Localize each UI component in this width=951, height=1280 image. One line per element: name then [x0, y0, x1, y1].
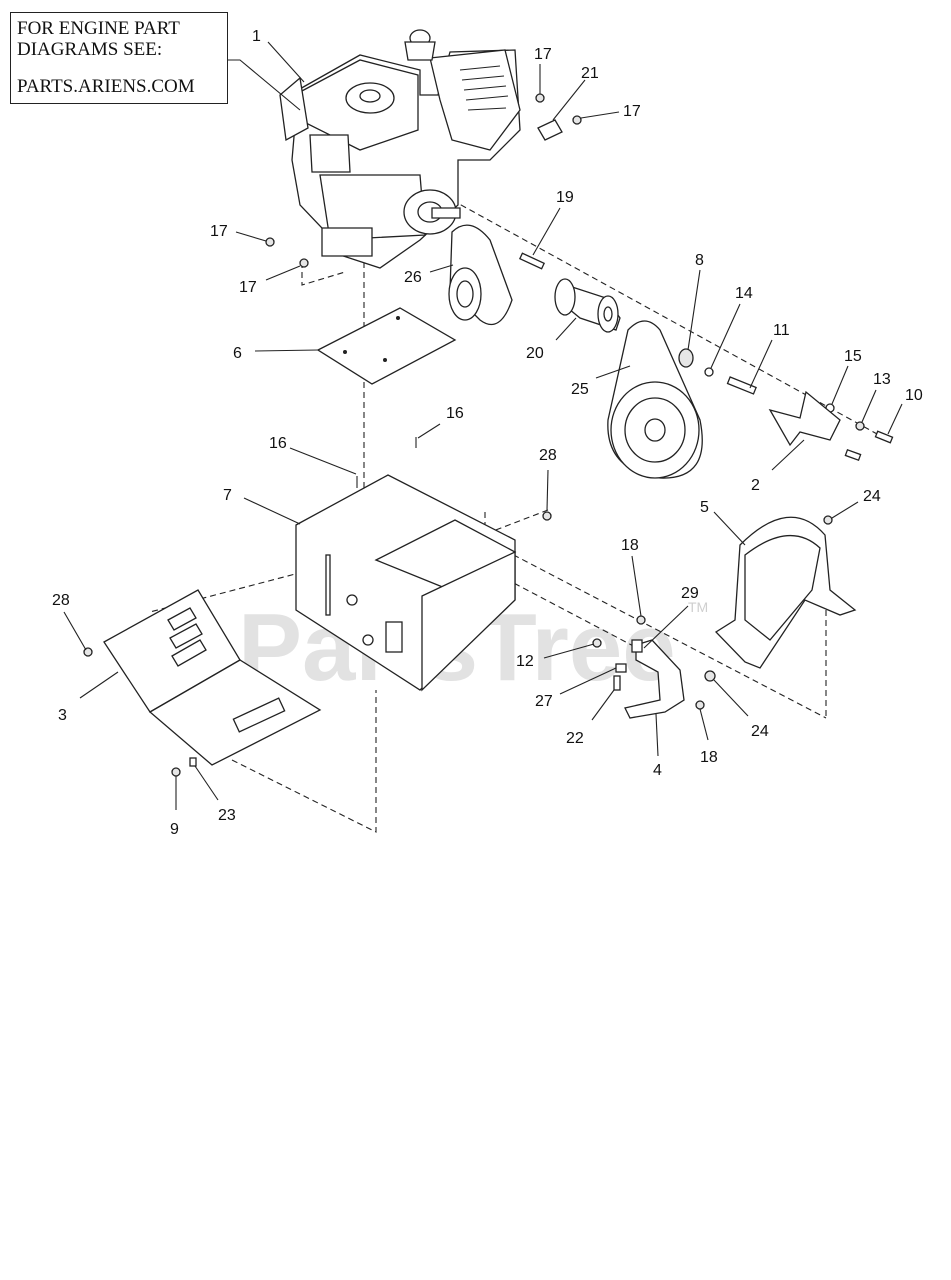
watermark-tm: TM [688, 599, 708, 615]
callout-15: 15 [844, 348, 862, 365]
callout-17-left: 17 [210, 223, 228, 240]
note-line-2: DIAGRAMS SEE: [17, 39, 163, 60]
note-url: PARTS.ARIENS.COM [17, 76, 195, 97]
callout-8: 8 [695, 252, 704, 269]
callout-9: 9 [170, 821, 179, 838]
bolt-part-12[interactable] [592, 638, 602, 648]
nut-part-17-top[interactable] [535, 93, 545, 103]
bolt-part-28-right[interactable] [542, 511, 552, 521]
callout-labels: 1 17 21 17 17 17 26 19 20 8 14 11 15 13 … [52, 28, 923, 838]
bracket-part-4[interactable] [624, 639, 685, 719]
nut-part-17-lower[interactable] [299, 258, 309, 268]
callout-25: 25 [571, 381, 589, 398]
callout-24-top: 24 [863, 488, 881, 505]
callout-29: 29 [681, 585, 699, 602]
callout-16-right: 16 [446, 405, 464, 422]
callout-21: 21 [581, 65, 599, 82]
callout-14: 14 [735, 285, 753, 302]
callout-4: 4 [653, 762, 662, 779]
callout-6: 6 [233, 345, 242, 362]
callout-19: 19 [556, 189, 574, 206]
callout-17-top: 17 [534, 46, 552, 63]
nut-part-17-right[interactable] [572, 115, 582, 125]
belt-pulley-part-25[interactable] [607, 320, 703, 479]
callout-13: 13 [873, 371, 891, 388]
callout-2: 2 [751, 477, 760, 494]
callout-24-lower: 24 [751, 723, 769, 740]
idler-pulley-part-8[interactable] [678, 348, 694, 368]
callout-17-right: 17 [623, 103, 641, 120]
nut-part-17-left[interactable] [265, 237, 275, 247]
nut-part-24-lower[interactable] [704, 670, 716, 682]
callout-28-left: 28 [52, 592, 70, 609]
belt-part-26[interactable] [448, 224, 513, 326]
nut-part-18-lower[interactable] [695, 700, 705, 710]
note-line-1: FOR ENGINE PART [17, 18, 180, 39]
callout-11: 11 [773, 322, 790, 339]
callout-18-top: 18 [621, 537, 639, 554]
washer-part-14[interactable] [704, 367, 714, 377]
callout-7: 7 [223, 487, 232, 504]
shield-part-3[interactable] [103, 589, 322, 766]
callout-20: 20 [526, 345, 544, 362]
frame-part-7[interactable] [295, 474, 517, 692]
callout-1: 1 [252, 28, 261, 45]
pin-part-22[interactable] [613, 675, 621, 691]
key-part-19[interactable] [518, 252, 546, 270]
belt-cover-part-5[interactable] [714, 516, 857, 669]
callout-10: 10 [905, 387, 923, 404]
pulley-part-20[interactable] [554, 278, 621, 333]
leader-lines [63, 41, 903, 810]
callout-3: 3 [58, 707, 67, 724]
callout-12: 12 [516, 653, 534, 670]
clip-part-21[interactable] [537, 119, 563, 141]
bolt-part-9[interactable] [171, 767, 181, 777]
nut-part-24-top[interactable] [823, 515, 833, 525]
nut-part-18-top[interactable] [636, 615, 646, 625]
callout-28-right: 28 [539, 447, 557, 464]
callout-26: 26 [404, 269, 422, 286]
nut-part-13[interactable] [855, 421, 865, 431]
callout-18-lower: 18 [700, 749, 718, 766]
bolt-part-10[interactable] [874, 430, 894, 444]
clip-part-27[interactable] [615, 663, 627, 673]
engine-part-1[interactable] [279, 29, 521, 269]
callout-23: 23 [218, 807, 236, 824]
callout-16-left: 16 [269, 435, 287, 452]
bracket-part-2[interactable] [768, 390, 862, 462]
callout-5: 5 [700, 499, 709, 516]
plate-part-6[interactable] [316, 307, 457, 385]
callout-27: 27 [535, 693, 553, 710]
clip-part-23[interactable] [189, 757, 197, 767]
callout-17-lower: 17 [239, 279, 257, 296]
engine-diagram-note: FOR ENGINE PART DIAGRAMS SEE: PARTS.ARIE… [10, 12, 228, 104]
bracket-part-29[interactable] [631, 639, 643, 653]
shaft-part-11[interactable] [726, 376, 757, 395]
callout-22: 22 [566, 730, 584, 747]
